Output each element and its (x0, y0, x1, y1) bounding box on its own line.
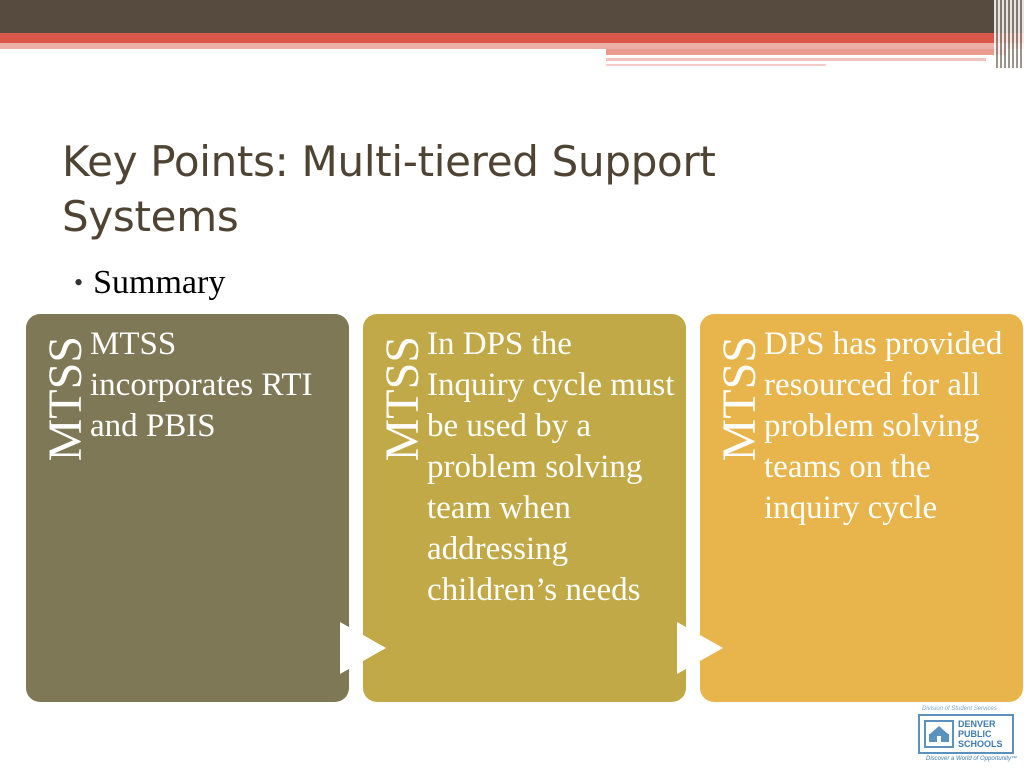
card-side-label-container: MTSS (713, 336, 766, 486)
logo-tagline: Discover a World of Opportunity™ (926, 756, 1018, 762)
bullet-dot: • (74, 268, 84, 297)
card-side-label: MTSS (376, 336, 429, 462)
school-building-icon (924, 720, 954, 748)
process-card-3: MTSS DPS has provided resourced for all … (700, 314, 1023, 702)
logo-division-text: Division of Student Services (922, 706, 997, 712)
logo-box: DENVER PUBLIC SCHOOLS (918, 714, 1014, 754)
header-stripes (994, 0, 1024, 68)
logo-name: DENVER PUBLIC SCHOOLS (958, 719, 1003, 749)
header-line (606, 58, 986, 61)
logo-name-line1: DENVER (958, 719, 996, 729)
card-side-label-container: MTSS (39, 336, 92, 486)
header-accent-pink-short (606, 49, 1006, 55)
logo-name-line3: SCHOOLS (958, 739, 1003, 749)
header-accent-pink (0, 43, 1024, 49)
slide-title-line2: Systems (62, 192, 239, 241)
card-side-label: MTSS (713, 336, 766, 462)
arrow-right-icon (677, 622, 723, 674)
header-line-short (606, 64, 826, 66)
card-text: In DPS the Inquiry cycle must be used by… (427, 326, 675, 608)
slide-title-line1: Key Points: Multi-tiered Support (62, 137, 716, 186)
header-accent-red (0, 33, 1024, 43)
card-side-label: MTSS (39, 336, 92, 462)
header-band (0, 0, 1024, 33)
card-side-label-container: MTSS (376, 336, 429, 486)
arrow-right-icon (340, 622, 386, 674)
slide-title: Key Points: Multi-tiered Support Systems (62, 134, 962, 244)
denver-public-schools-logo: Division of Student Services DENVER PUBL… (916, 706, 1018, 764)
process-card-2: MTSS In DPS the Inquiry cycle must be us… (363, 314, 686, 702)
bullet-item: • Summary (74, 264, 225, 302)
bullet-text: Summary (93, 264, 226, 301)
card-text: MTSS incorporates RTI and PBIS (90, 326, 313, 444)
process-card-1: MTSS MTSS incorporates RTI and PBIS (26, 314, 349, 702)
logo-name-line2: PUBLIC (958, 729, 992, 739)
card-text: DPS has provided resourced for all probl… (764, 326, 1003, 526)
